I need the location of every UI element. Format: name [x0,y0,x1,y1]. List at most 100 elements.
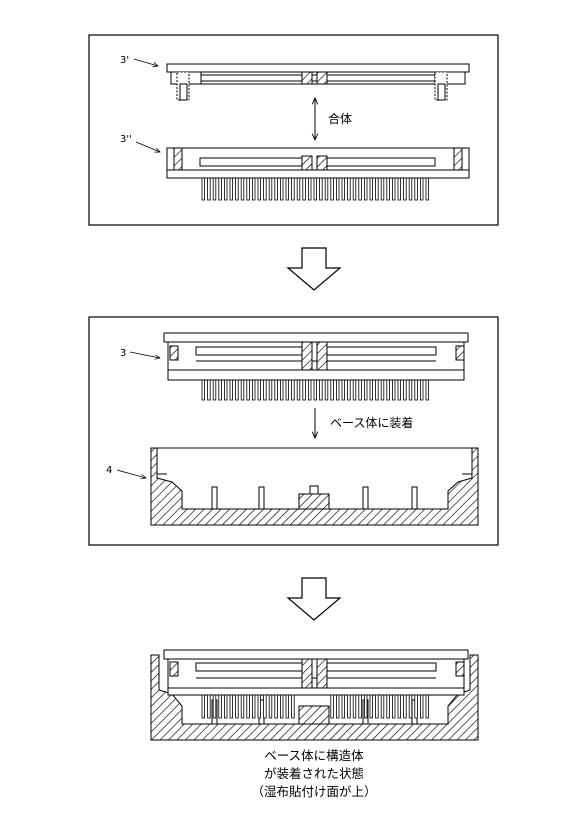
pin [307,379,312,401]
pin [302,177,306,201]
pin [363,694,368,719]
pin [324,379,329,401]
pin [274,694,278,719]
pin [369,694,373,719]
pin [425,379,429,401]
pin [201,177,205,201]
pin [341,177,345,201]
pin [386,379,390,401]
pin [324,177,329,201]
pin [419,379,424,401]
pin [274,379,278,401]
pin [201,379,205,401]
pin [335,379,340,401]
pin [274,177,278,201]
pin [425,694,429,719]
pin [240,177,245,201]
pin [291,177,295,201]
pin [212,694,217,719]
pin [369,177,373,201]
pin [229,177,233,201]
pin [335,177,340,201]
caption-line-2: が装着された状態 [264,766,364,781]
pin [391,694,396,719]
pin [218,379,222,401]
pin [363,379,368,401]
pin [358,694,362,719]
pin [302,379,306,401]
pin [291,379,295,401]
pin [263,379,267,401]
pin [369,379,373,401]
down-arrow-2 [286,577,342,621]
pin [419,177,424,201]
pin [352,177,357,201]
pin [257,177,261,201]
pin [279,379,284,401]
pin [257,694,261,719]
pin [285,694,289,719]
pin [341,379,345,401]
pin [229,694,233,719]
pin [207,379,211,401]
pin-row-panel-1 [201,177,429,201]
label-structure-3: 3 [120,348,126,359]
pin [313,177,317,201]
pin [403,694,407,719]
pin [296,177,301,201]
pin [212,177,217,201]
panel-2-frame [88,316,499,546]
pin [386,177,390,201]
pin [397,694,401,719]
pin [358,177,362,201]
pin [347,177,351,201]
lower-structure-3-double-prime [166,147,470,179]
caption-line-3: （湿布貼付け面が上） [251,784,376,799]
attach-label: ベース体に装着 [330,415,413,430]
pin [251,177,256,201]
pin-row-assembled [201,694,429,719]
pin [397,379,401,401]
pin [363,177,368,201]
pin [403,379,407,401]
pin [408,694,413,719]
pin [386,694,390,719]
pin [347,694,351,719]
base-body-4 [150,447,479,526]
pin [330,177,334,201]
pin [229,379,233,401]
pin [268,379,273,401]
pin [268,694,273,719]
pin [375,379,379,401]
pin [419,694,424,719]
pin [408,379,413,401]
pin [397,177,401,201]
pin [414,177,418,201]
pin [375,177,379,201]
pin [285,379,289,401]
pin [313,379,317,401]
pin [212,379,217,401]
pin [375,694,379,719]
upper-plate-3-prime [166,63,470,101]
pin [235,379,239,401]
panel-1-frame [88,34,499,226]
pin [347,379,351,401]
pin [403,177,407,201]
pin [380,694,385,719]
pin [201,694,205,719]
pin [425,177,429,201]
pin [335,694,340,719]
pin [358,379,362,401]
pin [414,694,418,719]
pin [414,379,418,401]
label-upper-3-prime: 3' [120,55,129,66]
pin [223,177,228,201]
pin [246,379,250,401]
pin [223,694,228,719]
pin [207,177,211,201]
pin [391,379,396,401]
merge-label: 合体 [328,111,352,126]
pin [251,694,256,719]
down-arrow-1 [286,247,342,291]
